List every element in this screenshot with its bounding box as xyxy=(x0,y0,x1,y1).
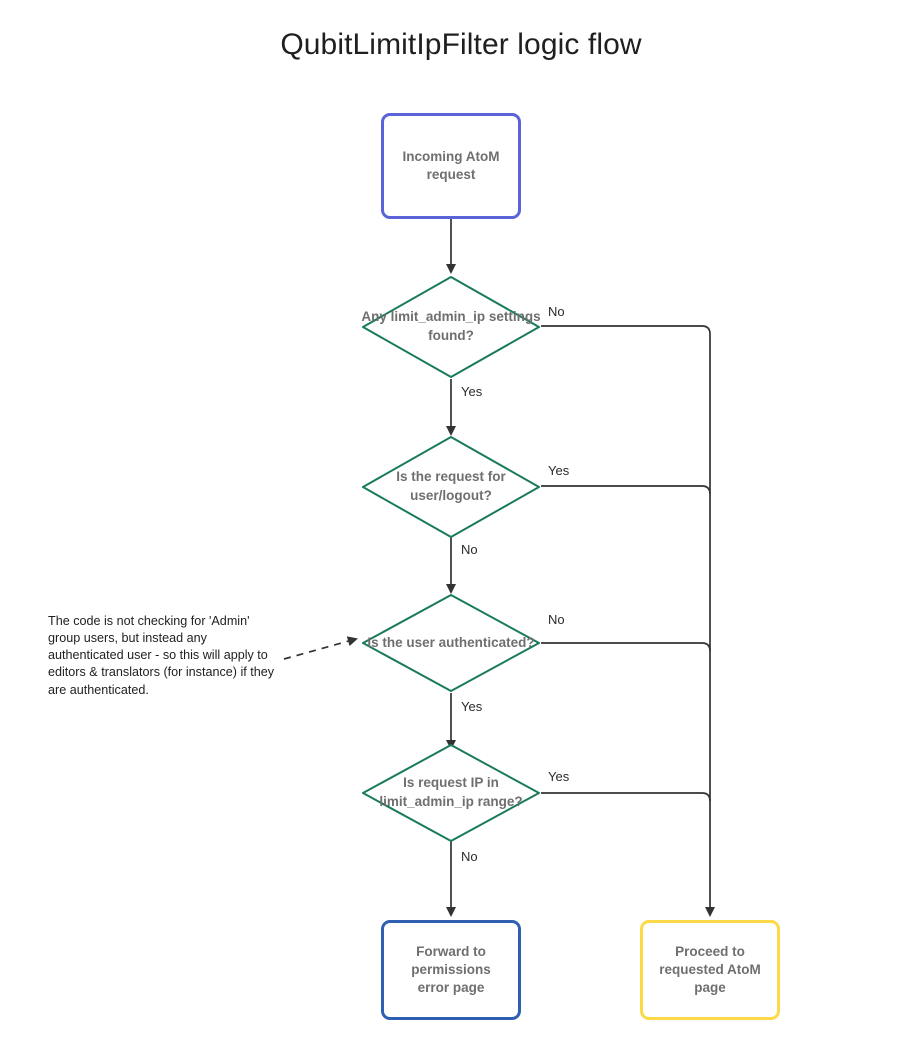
edge-d4-yes-to-trunk xyxy=(541,792,711,802)
edge-label-d4-yes: Yes xyxy=(547,769,571,785)
edge-d2-yes-to-trunk xyxy=(541,485,711,495)
edge-label-d3-no: No xyxy=(547,612,566,628)
diamond-shape xyxy=(362,436,540,538)
node-decision-limit-admin-ip-settings[interactable]: Any limit_admin_ip settings found? xyxy=(361,275,541,379)
node-proceed-to-atom[interactable]: Proceed to requested AtoM page xyxy=(640,920,780,1020)
diamond-shape xyxy=(362,744,540,842)
edge-label-d1-no: No xyxy=(547,304,566,320)
edge-label-d2-yes: Yes xyxy=(547,463,571,479)
edge-label-d2-no: No xyxy=(460,542,479,558)
edge-label-d1-yes: Yes xyxy=(460,384,484,400)
node-incoming-request[interactable]: Incoming AtoM request xyxy=(381,113,521,219)
node-permissions-error-label: Forward to permissions error page xyxy=(411,943,491,996)
node-decision-user-logout[interactable]: Is the request for user/logout? xyxy=(361,435,541,539)
diamond-shape xyxy=(362,594,540,692)
diamond-shape xyxy=(362,276,540,378)
node-permissions-error[interactable]: Forward to permissions error page xyxy=(381,920,521,1020)
node-proceed-to-atom-label: Proceed to requested AtoM page xyxy=(659,943,761,996)
page-title: QubitLimitIpFilter logic flow xyxy=(280,28,642,61)
annotation-note: The code is not checking for 'Admin' gro… xyxy=(48,614,275,697)
edge-label-d3-yes: Yes xyxy=(460,699,484,715)
node-decision-user-authenticated[interactable]: Is the user authenticated? xyxy=(361,593,541,693)
edge-d3-no-to-trunk xyxy=(541,642,711,652)
node-decision-request-ip-in-range[interactable]: Is request IP in limit_admin_ip range? xyxy=(361,743,541,843)
edge-d1-no-to-trunk xyxy=(541,325,716,918)
edge-label-d4-no: No xyxy=(460,849,479,865)
node-incoming-request-label: Incoming AtoM request xyxy=(402,148,500,182)
